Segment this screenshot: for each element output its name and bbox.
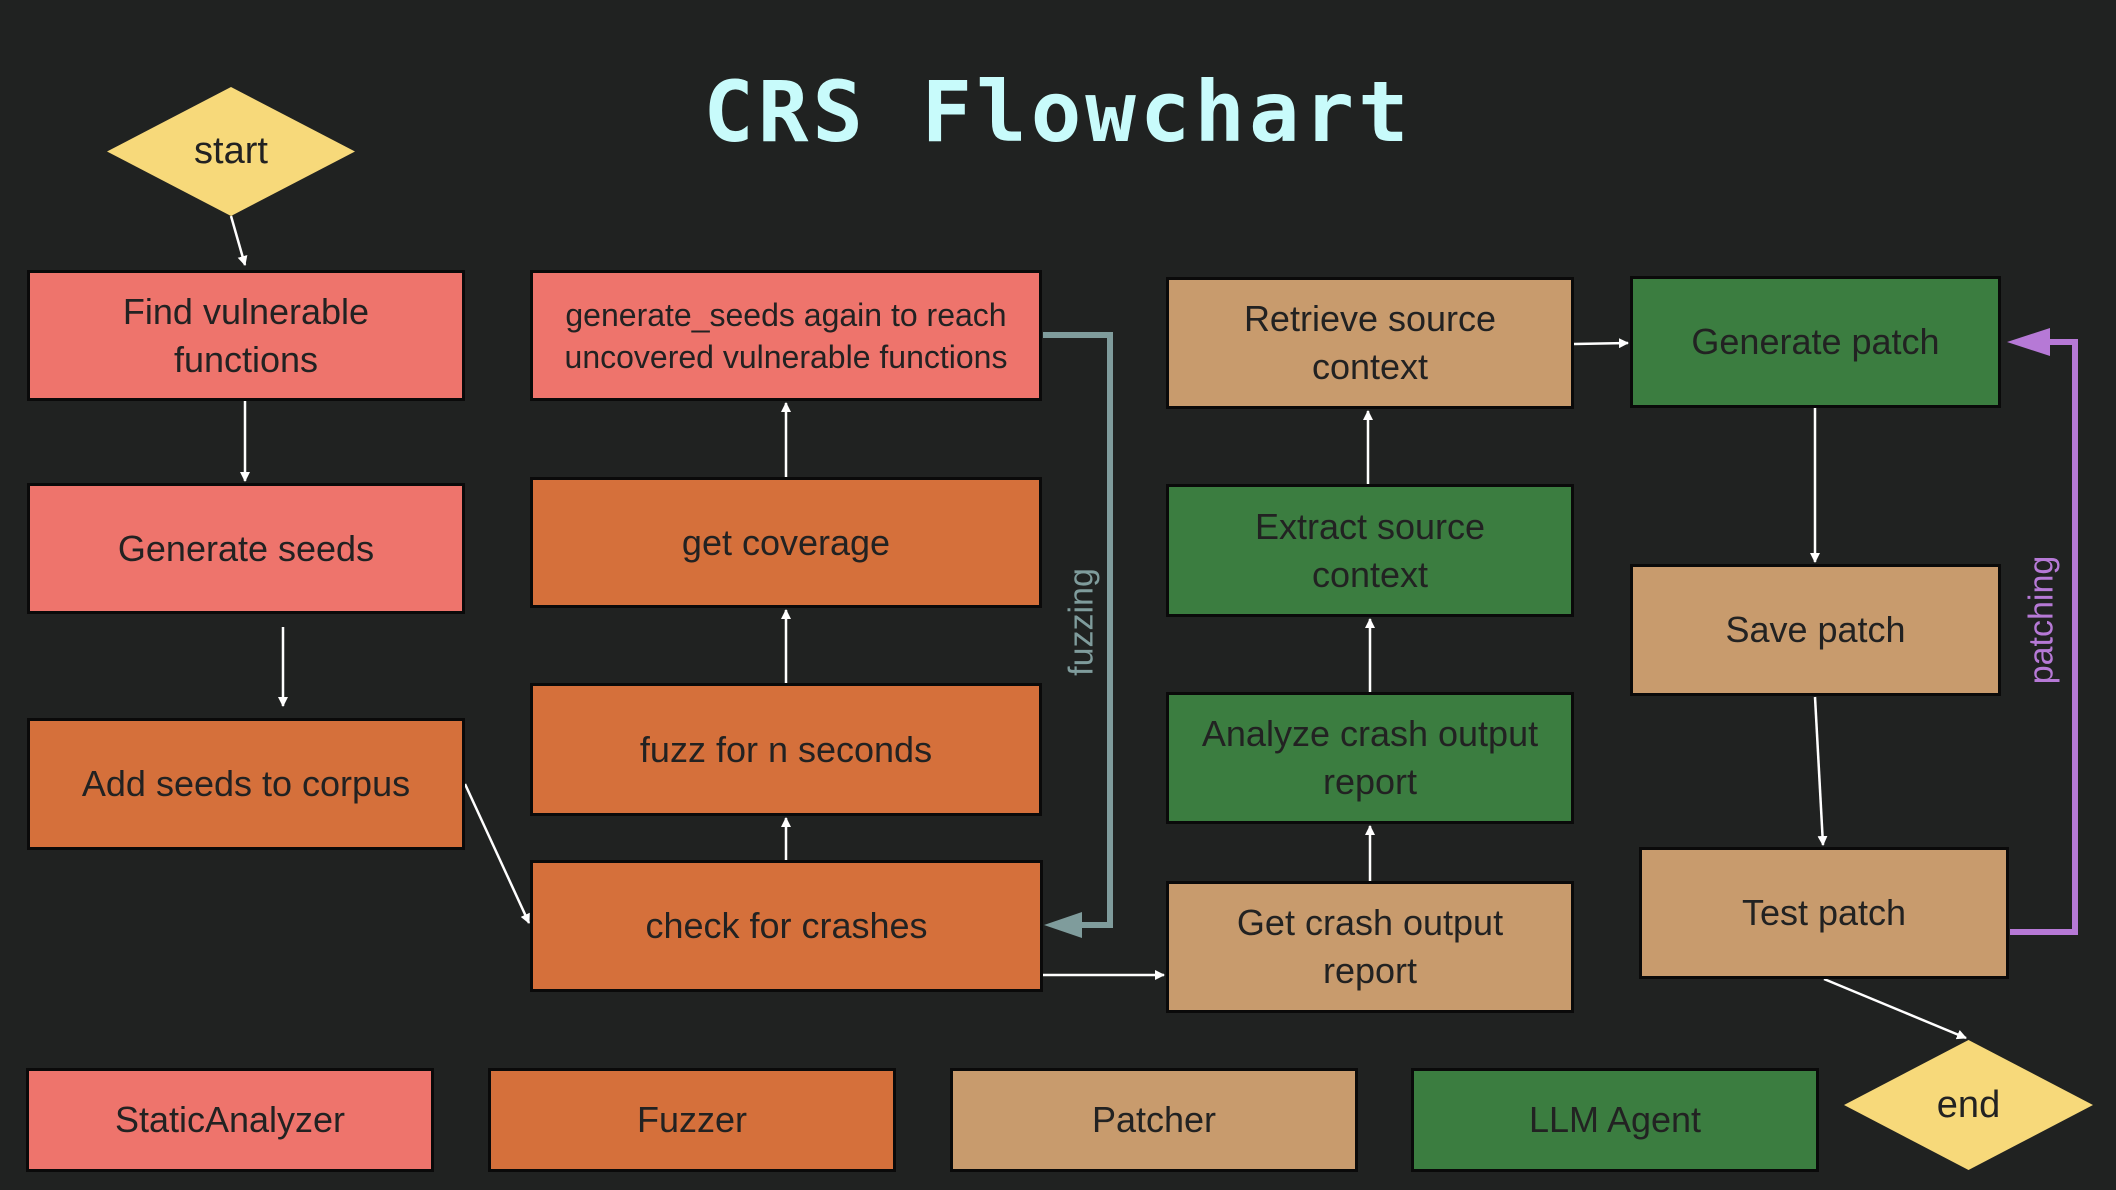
node-find-vulnerable-functions[interactable]: Find vulnerable functions xyxy=(27,270,465,401)
node-generate-seeds-again[interactable]: generate_seeds again to reach uncovered … xyxy=(530,270,1042,401)
arrow-save-to-test xyxy=(1813,696,1828,846)
arrow-add-seeds-to-check xyxy=(463,783,531,924)
arrow-test-to-end xyxy=(1823,977,1967,1040)
node-test-patch[interactable]: Test patch xyxy=(1639,847,2009,979)
node-fuzz-for-n-seconds[interactable]: fuzz for n seconds xyxy=(530,683,1042,816)
fuzzing-loop-label: fuzzing xyxy=(1062,568,1101,676)
node-extract-source-context[interactable]: Extract source context xyxy=(1166,484,1574,617)
node-generate-seeds[interactable]: Generate seeds xyxy=(27,483,465,614)
legend-llm-agent: LLM Agent xyxy=(1411,1068,1819,1172)
node-analyze-crash-output-report[interactable]: Analyze crash output report xyxy=(1166,692,1574,824)
legend-fuzzer: Fuzzer xyxy=(488,1068,896,1172)
diamond-shape xyxy=(107,87,355,216)
patching-loop-label: patching xyxy=(2022,555,2061,685)
node-get-crash-output-report[interactable]: Get crash output report xyxy=(1166,881,1574,1013)
node-retrieve-source-context[interactable]: Retrieve source context xyxy=(1166,277,1574,409)
legend-patcher: Patcher xyxy=(950,1068,1358,1172)
node-save-patch[interactable]: Save patch xyxy=(1630,564,2001,696)
flowchart-title: CRS Flowchart xyxy=(703,63,1413,161)
node-add-seeds-to-corpus[interactable]: Add seeds to corpus xyxy=(27,718,465,850)
arrow-retrieve-to-generate-patch xyxy=(1573,338,1629,349)
end-terminal: end xyxy=(1844,1040,2093,1170)
node-check-for-crashes[interactable]: check for crashes xyxy=(530,860,1043,992)
fuzzing-loop xyxy=(1043,332,1113,938)
start-label: start xyxy=(194,130,268,172)
start-terminal: start xyxy=(107,87,355,216)
end-label: end xyxy=(1936,1083,2001,1126)
patching-loop xyxy=(2007,328,2078,935)
arrow-start-to-find xyxy=(229,215,248,266)
node-generate-patch[interactable]: Generate patch xyxy=(1630,276,2001,408)
node-get-coverage[interactable]: get coverage xyxy=(530,477,1042,608)
legend-static-analyzer: StaticAnalyzer xyxy=(26,1068,434,1172)
diamond-shape xyxy=(1844,1040,2093,1170)
